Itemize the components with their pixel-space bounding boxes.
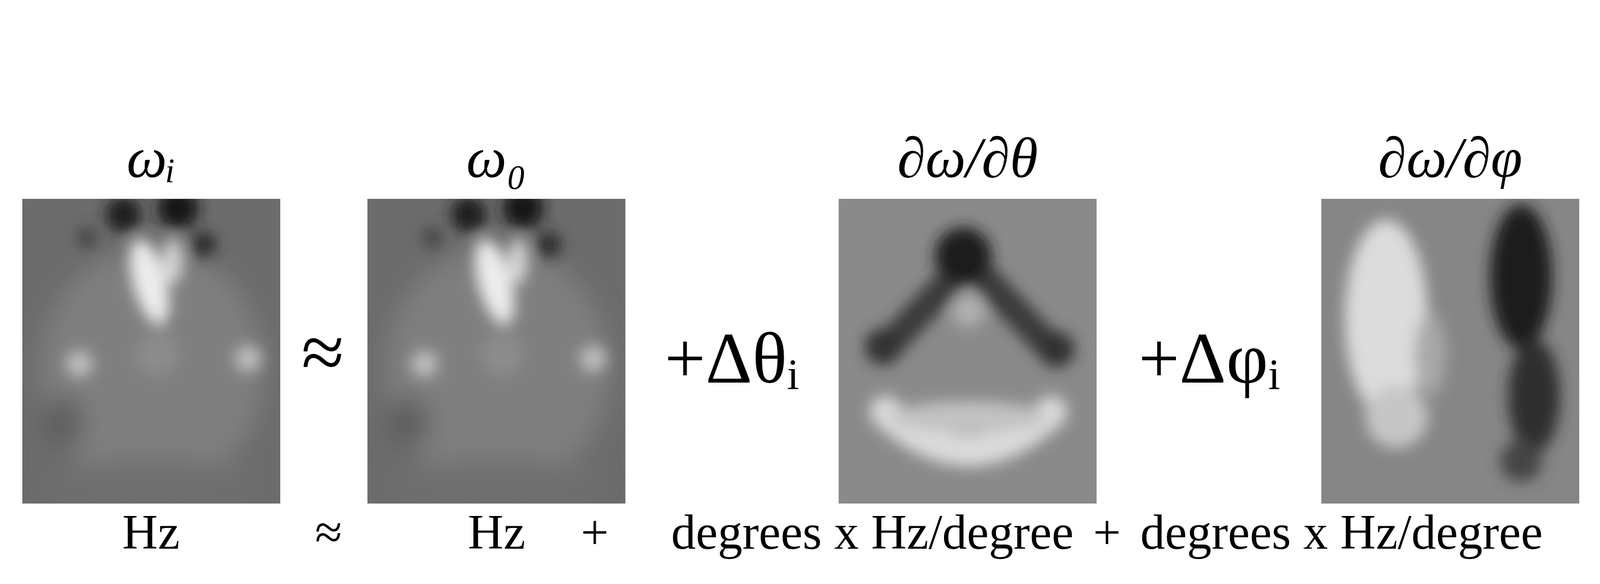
field-map-image	[367, 198, 626, 504]
image-panel: ∂ω/∂φ	[1321, 126, 1580, 504]
panel-heading: ∂ω/∂φ	[1378, 126, 1523, 190]
panel-heading: ωᵢ	[126, 126, 176, 190]
panel-heading: ω₀	[466, 126, 527, 190]
unit-label: degrees x Hz/degree	[671, 504, 1074, 560]
unit-label: +	[1092, 504, 1121, 560]
unit-label: degrees x Hz/degree	[1140, 504, 1543, 560]
unit-label: +	[580, 504, 609, 560]
panel-heading: ∂ω/∂θ	[897, 126, 1038, 190]
unit-label: Hz	[122, 504, 181, 560]
theta-derivative-image	[838, 198, 1097, 504]
image-panel: ω₀	[367, 126, 626, 504]
unit-label: Hz	[468, 504, 526, 560]
phi-derivative-image	[1321, 198, 1580, 504]
equation-term: ≈	[301, 309, 345, 395]
image-panel: ωᵢ	[22, 126, 281, 504]
unit-label: ≈	[315, 504, 343, 560]
equation-term: +Δθᵢ	[664, 318, 800, 399]
field-map-image	[22, 198, 281, 504]
equation-term: +Δφᵢ	[1138, 318, 1281, 399]
image-panel: ∂ω/∂θ	[838, 126, 1097, 504]
